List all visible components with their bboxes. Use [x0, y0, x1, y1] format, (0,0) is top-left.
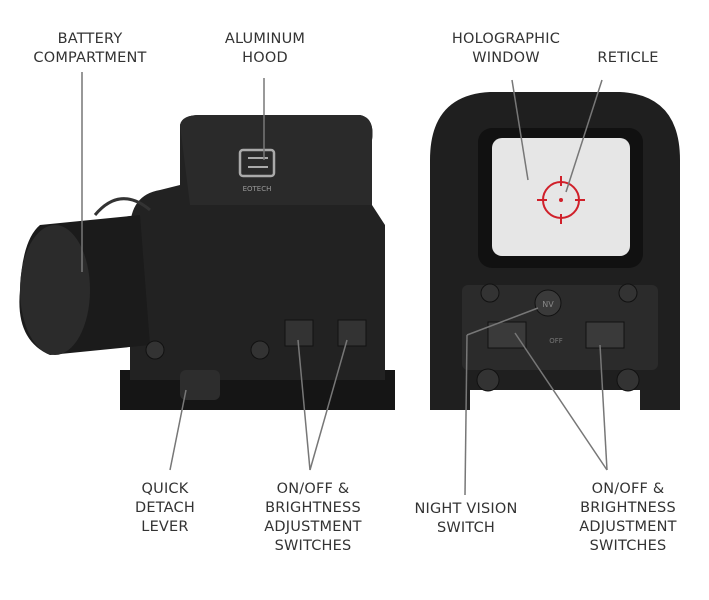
reticle: [537, 176, 585, 224]
battery-wire: [93, 197, 151, 216]
label-battery-compartment: BATTERY COMPARTMENT: [33, 31, 147, 66]
screw: [480, 283, 500, 303]
left-switch-down: [284, 319, 314, 347]
right-switch-up: [585, 321, 625, 349]
holographic-window: [492, 138, 630, 256]
label-reticle: RETICLE: [597, 50, 659, 66]
screw: [618, 283, 638, 303]
rear-view-sight: NV OFF: [430, 92, 680, 410]
screw: [476, 368, 500, 392]
svg-text:OFF: OFF: [549, 337, 563, 345]
screw: [250, 340, 270, 360]
battery-cap: [20, 225, 90, 355]
label-switches-left: ON/OFF & BRIGHTNESS ADJUSTMENT SWITCHES: [264, 481, 362, 554]
quick-detach-lever: [180, 370, 220, 400]
aluminum-hood: [180, 115, 373, 205]
right-switch-down: [487, 321, 527, 349]
label-quick-detach-lever: QUICK DETACH LEVER: [135, 481, 195, 535]
night-vision-switch: [534, 289, 562, 317]
left-switch-up: [337, 319, 367, 347]
label-holographic-window: HOLOGRAPHIC WINDOW: [451, 31, 561, 66]
screw: [145, 340, 165, 360]
side-view-sight: EOTECH: [19, 115, 395, 410]
screw: [616, 368, 640, 392]
eotech-brand: EOTECH: [243, 185, 272, 193]
label-night-vision-switch: NIGHT VISION SWITCH: [414, 501, 518, 536]
control-panel: [462, 285, 658, 370]
label-switches-right: ON/OFF & BRIGHTNESS ADJUSTMENT SWITCHES: [579, 481, 677, 554]
label-aluminum-hood: ALUMINUM HOOD: [224, 31, 306, 66]
svg-text:NV: NV: [542, 300, 554, 309]
leader-lines: [81, 72, 608, 496]
eotech-logo: [238, 148, 276, 178]
